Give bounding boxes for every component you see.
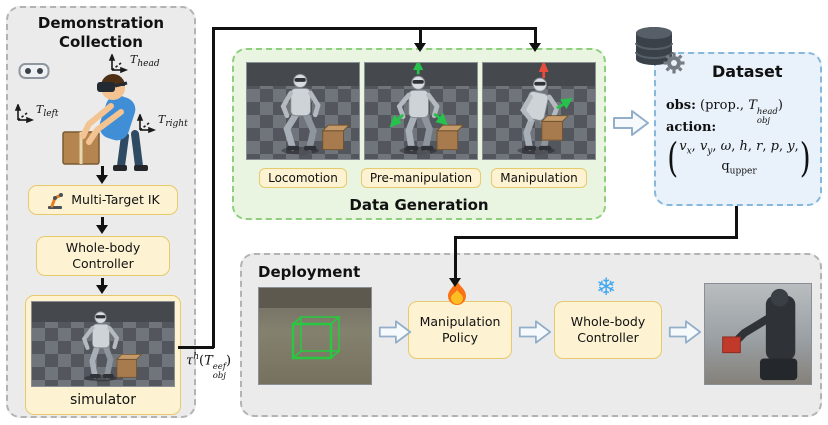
dataset-title: Dataset [712,62,783,81]
flow-arrowhead [96,285,108,294]
robot-arm-icon [48,193,64,209]
teleop-illustration: Thead Tleft [8,52,198,176]
connector-to-policy [454,236,457,279]
connector-arrowhead-policy [449,278,461,287]
manipulation-policy-label: Manipulation Policy [419,314,501,345]
stage-manipulation: Manipulation [482,62,596,188]
connector-drop-manip [534,27,537,44]
multi-target-ik-box: Multi-Target IK [28,185,178,215]
action-vector-line1: vx, vy, ω, h, r, p, y, [679,139,799,157]
locomotion-scene-image [246,62,360,160]
data-generation-panel: Locomotion [232,48,606,220]
deploy-wbc-box: Whole-body Controller [554,301,662,359]
multi-target-ik-label: Multi-Target IK [71,192,160,208]
frame-head: Thead [108,54,160,74]
person-lifting-box-illustration [62,74,148,171]
flow-arrow-line [101,166,104,176]
real-robot-image [704,283,812,385]
stage-pre-manipulation: Pre-manipulation [360,62,482,188]
dataset-action-vector: ( vx, vy, ω, h, r, p, y, qupper ) [667,133,811,182]
manipulation-scene-image [482,62,596,160]
real-robot-illustration [722,288,798,381]
connector-arrowhead-manip [529,43,541,52]
object-wireframe-overlay [259,288,371,360]
locomotion-pill: Locomotion [259,168,347,188]
frame-left: Tleft [14,104,59,124]
connector-trunk-vertical [212,27,215,348]
demonstration-collection-panel: Demonstration Collection [6,6,196,418]
connector-dataset-horizontal [454,236,738,239]
deployment-panel: Deployment Manipulation Policy [240,253,822,417]
data-generation-title: Data Generation [349,196,489,214]
snowflake-icon: ❄ [596,273,617,301]
demonstration-collection-title: Demonstration Collection [37,14,165,51]
simulator-box: simulator [25,295,181,415]
fire-icon [448,280,466,305]
block-arrow-right-icon [378,320,412,344]
locomotion-robot-illustration [280,73,351,155]
manipulation-pill: Manipulation [491,168,587,188]
manipulation-policy-box: Manipulation Policy [408,301,512,359]
connector-trunk-horizontal [212,27,536,30]
block-arrow-right-icon [518,320,552,344]
deploy-wbc-label: Whole-body Controller [570,314,646,345]
camera-observation-image [258,287,372,385]
pre-manipulation-scene-image [364,62,478,160]
simulator-scene-image [31,301,175,387]
dataset-action-label: action: [666,120,717,135]
manipulation-robot-illustration [517,63,573,155]
frame-left-label: Tleft [36,103,59,120]
gear-icon [663,52,685,74]
axis-triad-icon [14,104,34,124]
whole-body-controller-box: Whole-body Controller [36,236,170,276]
flow-arrowhead [96,225,108,234]
frame-head-label: Thead [130,53,160,70]
simulator-label: simulator [70,391,136,408]
frame-right-label: Tright [158,113,188,130]
whole-body-controller-label: Whole-body Controller [65,240,141,271]
axis-triad-icon [136,114,156,134]
flow-arrow-line [101,217,104,226]
frame-right: Tright [136,114,188,134]
pre-manipulation-robot-illustration [389,63,465,155]
pre-manipulation-pill: Pre-manipulation [360,168,482,188]
flow-arrowhead [96,175,108,184]
block-arrow-right-icon [668,320,702,344]
block-arrow-right-icon [613,110,649,136]
axis-triad-icon [108,54,128,74]
connector-sim-to-trunk [178,346,214,349]
stage-locomotion: Locomotion [246,62,360,188]
flow-arrow-line [101,278,104,286]
vr-headset-icon [18,63,50,79]
action-vector-line2: qupper [721,158,757,177]
simulated-robot-illustration [81,311,143,382]
deployment-title: Deployment [258,263,361,281]
scene-wall [365,63,477,87]
scene-wall [483,63,595,87]
connector-dataset-down [735,206,738,238]
database-icon [635,27,685,74]
connector-drop-premanip [419,27,422,44]
connector-arrowhead-premanip [414,43,426,52]
